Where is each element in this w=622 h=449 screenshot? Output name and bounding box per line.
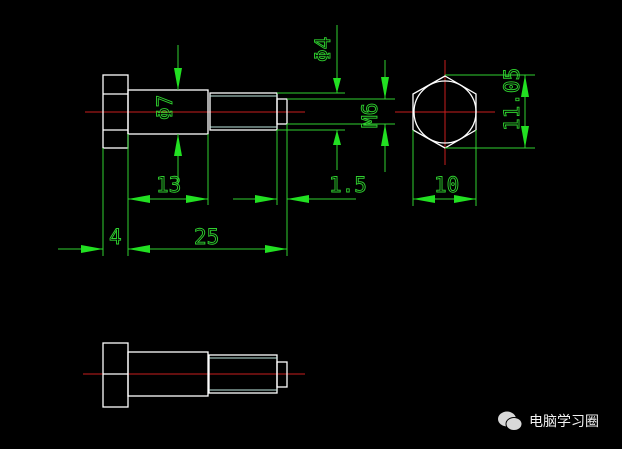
bolt-tip: [276, 98, 288, 125]
dim-diameter-4: Φ4: [311, 37, 335, 62]
bolt-bottom-view: [83, 342, 305, 408]
watermark: 电脑学习圈: [497, 410, 599, 432]
dim-length-25: 25: [194, 225, 219, 249]
dim-length-13: 13: [156, 173, 181, 197]
dim-width-10: 10: [434, 173, 459, 197]
dim-thread-m6: M6: [358, 103, 382, 128]
dim-length-1-5: 1.5: [329, 173, 367, 197]
wechat-icon: [498, 411, 523, 431]
watermark-text: 电脑学习圈: [529, 414, 599, 430]
dimensions-side-view: Φ7 Φ4 M6 13 1.5 4 25: [58, 25, 395, 256]
hex-end-view: 10 11.05: [395, 60, 535, 206]
bolt-shank: [127, 89, 209, 135]
bolt-side-view: [85, 74, 305, 149]
dim-length-4: 4: [109, 225, 122, 249]
dim-height-11-05: 11.05: [500, 68, 524, 131]
chamfer-circle: [413, 80, 477, 144]
dim-diameter-7: Φ7: [153, 95, 177, 120]
